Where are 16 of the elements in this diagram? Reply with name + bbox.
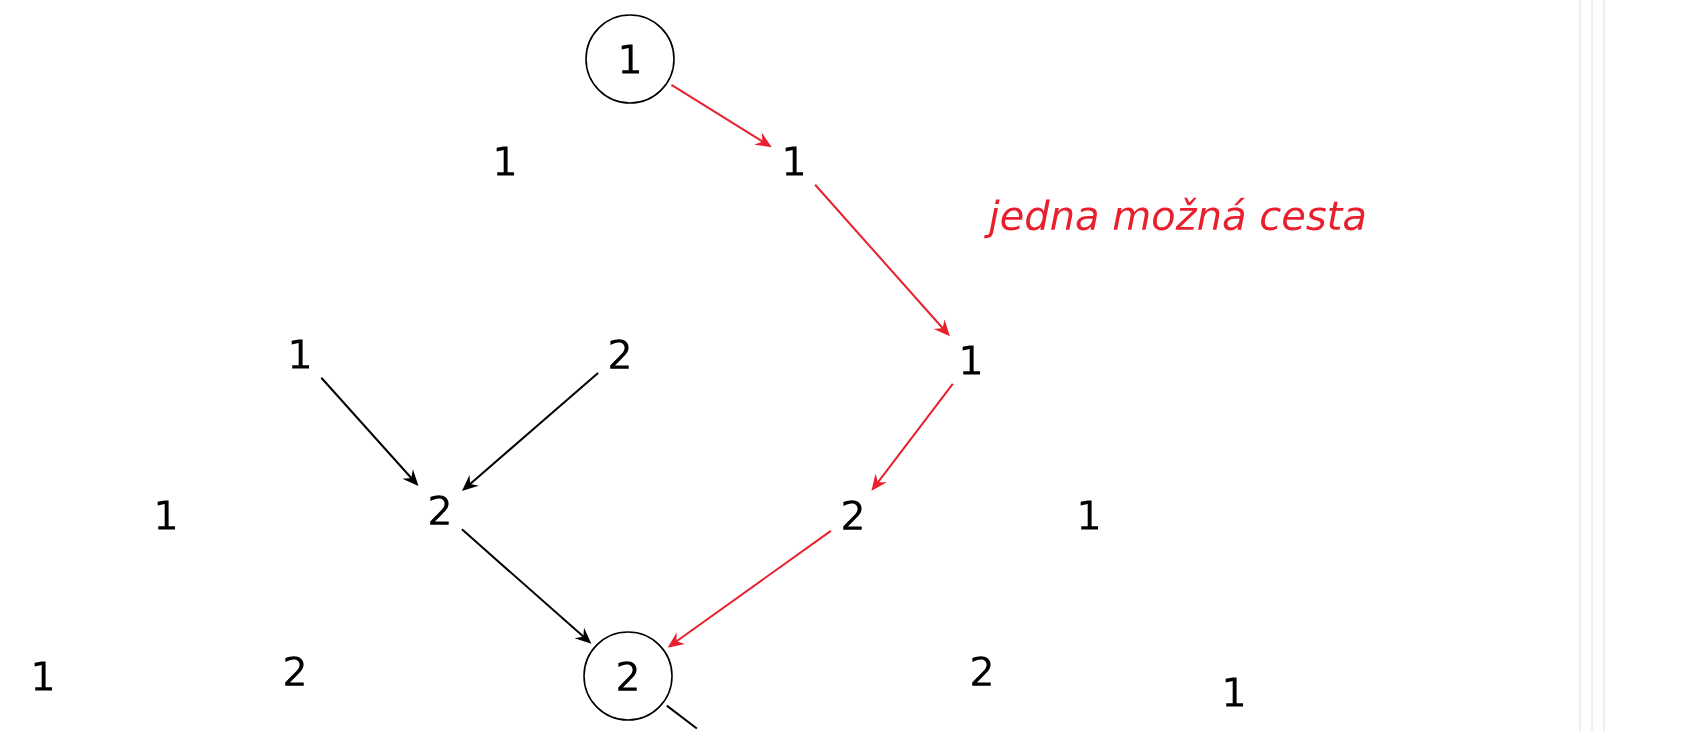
digit: 2 — [430, 495, 449, 525]
digit: 1 — [291, 339, 310, 369]
annotation: jedna možná cesta — [984, 197, 1365, 239]
circled-digit: 1 — [585, 14, 675, 104]
digit: 2 — [972, 656, 991, 686]
digit: 2 — [843, 500, 862, 530]
digit: 2 — [610, 339, 629, 369]
digit: 2 — [285, 656, 304, 686]
digit: 1 — [496, 146, 515, 176]
circled-digit: 2 — [583, 631, 673, 721]
digit: 1 — [1225, 677, 1244, 707]
digit: 1 — [962, 345, 981, 375]
digit: 1 — [34, 661, 53, 691]
digit: 1 — [1080, 500, 1099, 530]
digit: 1 — [785, 146, 804, 176]
digit: 1 — [157, 500, 176, 530]
